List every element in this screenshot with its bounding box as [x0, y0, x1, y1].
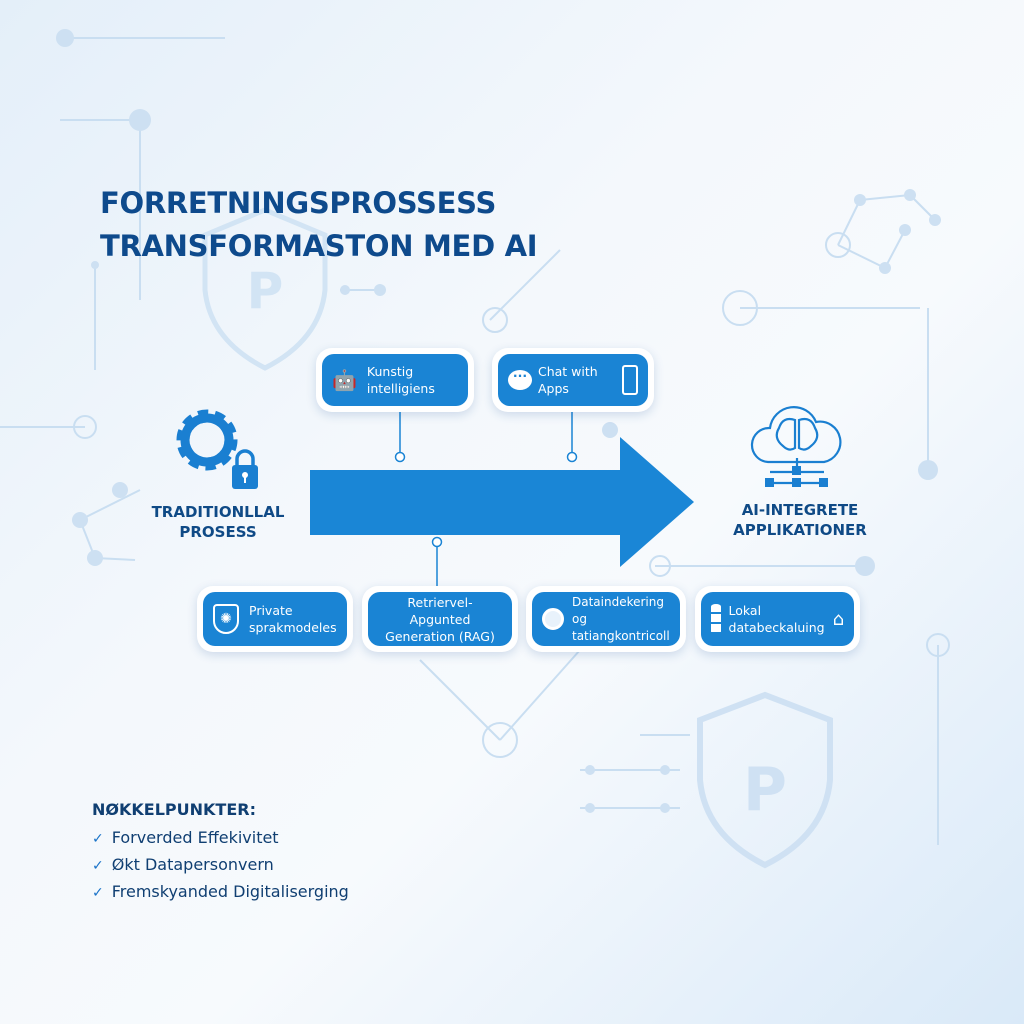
label-line: PROSESS [179, 523, 257, 541]
connector-node [431, 536, 443, 548]
check-icon: ✓ [92, 885, 104, 901]
svg-text:P: P [247, 262, 284, 320]
chat-bubble-icon: ··· [508, 369, 532, 390]
phone-icon [622, 365, 638, 395]
box-label: Retriervel-Apgunted Generation (RAG) [385, 594, 495, 644]
box-chat-with-apps[interactable]: ··· Chat with Apps [492, 348, 654, 412]
box-rag[interactable]: Retriervel-Apgunted Generation (RAG) [362, 586, 518, 652]
label-line: TRADITIONLLAL [151, 503, 285, 521]
database-icon [711, 604, 721, 634]
connector-node [394, 451, 406, 463]
ai-applications-label: AI-INTEGRETE APPLIKATIONER [725, 500, 875, 540]
key-point-text: Økt Datapersonvern [111, 855, 274, 874]
gear-icon [176, 409, 238, 471]
box-label: Private sprakmodeles [249, 603, 337, 635]
box-label: Dataindekering og tatiangkontricoll [572, 594, 670, 643]
label-line: AI-INTEGRETE [741, 501, 859, 519]
box-label: Lokal databeckaluing [728, 603, 825, 635]
key-points: NØKKELPUNKTER: ✓ Forverded Effekivitet ✓ Ø… [92, 800, 349, 906]
box-local-database[interactable]: Lokal databeckaluing ⌂ [695, 586, 860, 652]
lock-icon [232, 449, 258, 489]
traditional-process-label: TRADITIONLLAL PROSESS [148, 502, 288, 542]
box-artificial-intelligence[interactable]: 🤖 Kunstig intelligiens [316, 348, 474, 412]
svg-text:P: P [743, 755, 787, 825]
title-line-1: FORRETNINGSPROSSESS [100, 186, 497, 220]
key-point-text: Forverded Effekivitet [111, 828, 279, 847]
title-line-2: TRANSFORMASTON MED AI [100, 229, 538, 263]
magnifier-icon [542, 608, 564, 630]
key-point-item: ✓ Fremskyanded Digitaliserging [92, 879, 349, 906]
transformation-arrow [310, 437, 694, 567]
home-icon: ⌂ [832, 608, 844, 630]
box-data-indexing[interactable]: Dataindekering og tatiangkontricoll [526, 586, 686, 652]
key-point-text: Fremskyanded Digitaliserging [111, 882, 349, 901]
key-point-item: ✓ Forverded Effekivitet [92, 825, 349, 852]
key-points-heading: NØKKELPUNKTER: [92, 800, 256, 819]
brain-shield-icon: ✺ [213, 604, 239, 634]
check-icon: ✓ [92, 831, 104, 847]
page-title: FORRETNINGSPROSSESS TRANSFORMASTON MED A… [100, 182, 538, 268]
label-line: APPLIKATIONER [733, 521, 867, 539]
box-label: Chat with Apps [538, 364, 598, 396]
box-private-language-models[interactable]: ✺ Private sprakmodeles [197, 586, 353, 652]
check-icon: ✓ [92, 858, 104, 874]
robot-icon: 🤖 [332, 367, 357, 392]
connector-node [566, 451, 578, 463]
key-point-item: ✓ Økt Datapersonvern [92, 852, 349, 879]
box-label: Kunstig intelligiens [366, 364, 435, 396]
network-nodes-icon [765, 466, 828, 487]
